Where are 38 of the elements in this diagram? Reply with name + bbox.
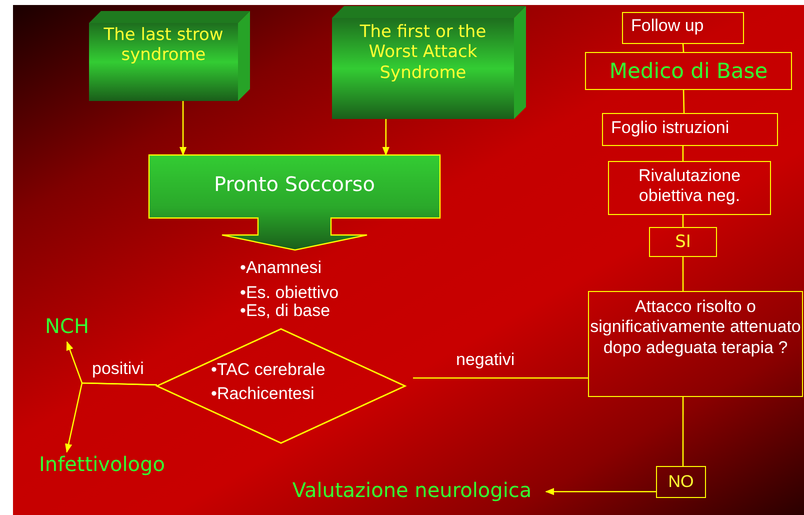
connector-line [682, 215, 684, 227]
edge-label: negativi [456, 350, 515, 370]
bullet-item: •Es, di base [240, 301, 330, 321]
connector-line [682, 90, 685, 114]
process-box [588, 291, 803, 397]
process-box [602, 113, 778, 146]
node-label: NCH [44, 314, 90, 338]
node-text: •TAC cerebrale [211, 360, 326, 380]
node-text: Medico di Base [608, 59, 769, 84]
connector-line [682, 257, 684, 291]
connector-line [682, 44, 684, 52]
edge-label: positivi [92, 359, 144, 379]
bullet-item: •Es. obiettivo [240, 283, 339, 303]
connector-line [682, 146, 684, 161]
node-text: Foglio istruzioni [611, 118, 730, 138]
process-box [608, 161, 771, 215]
node-label: Valutazione neurologica [291, 478, 533, 502]
node-text: Follow up [631, 16, 705, 36]
node-text: Attacco risolto o significativamente attenuato dopo adeguata terapia ? [589, 297, 802, 358]
node-text: SI [674, 232, 692, 252]
process-box [649, 227, 717, 257]
connector-line [682, 397, 684, 466]
node-text: NO [667, 472, 695, 492]
node-text: Pronto Soccorso [213, 172, 376, 196]
arrow [179, 101, 187, 156]
process-box [622, 12, 744, 44]
node-text: The last strow syndrome [102, 25, 224, 66]
node-text: •Rachicentesi [211, 384, 316, 404]
connector-line [413, 377, 588, 379]
node-label: Infettivologo [38, 452, 166, 476]
node-text: Rivalutazione obiettiva neg. [637, 166, 742, 207]
node-text: The first or the Worst Attack Syndrome [358, 22, 488, 84]
process-box [656, 466, 706, 498]
arrow [545, 488, 656, 496]
process-box [585, 52, 792, 90]
bullet-item: •Anamnesi [240, 258, 322, 278]
arrow [382, 119, 390, 156]
arrow [65, 382, 158, 453]
